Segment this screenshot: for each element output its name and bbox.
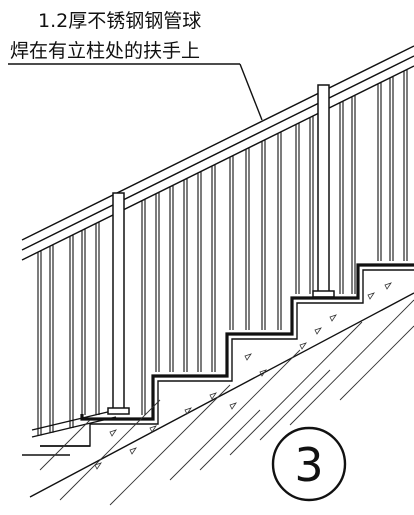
- aggregate-mark: [329, 314, 337, 322]
- handrail: [21, 45, 414, 261]
- aggregate-mark: [129, 447, 137, 455]
- aggregate-mark: [184, 407, 192, 415]
- annotation-line-1: 1.2厚不锈钢钢管球: [38, 10, 201, 32]
- annotation-line-2: 焊在有立柱处的扶手上: [10, 40, 200, 62]
- hatch-line: [289, 299, 414, 426]
- hatch-line: [169, 349, 301, 481]
- aggregate-mark: [384, 282, 392, 290]
- hatch-line: [259, 369, 331, 441]
- concrete-hatch: [39, 282, 414, 506]
- aggregate-mark: [229, 402, 237, 410]
- detail-number: 3: [294, 438, 323, 492]
- railing-post-right: [312, 84, 335, 298]
- hatch-line: [39, 419, 91, 471]
- hatch-line: [109, 384, 231, 506]
- hatch-line: [59, 399, 161, 501]
- railing-post-left: [107, 192, 130, 415]
- stair-steps-profile: [40, 263, 414, 447]
- balusters: [37, 69, 408, 436]
- stair-slab: [22, 292, 414, 498]
- aggregate-mark: [209, 392, 217, 400]
- annotation-leader-line: [8, 63, 263, 121]
- aggregate-mark: [314, 327, 322, 335]
- aggregate-mark: [109, 429, 117, 437]
- aggregate-mark: [299, 342, 307, 350]
- aggregate-mark: [149, 425, 157, 433]
- aggregate-mark: [94, 462, 102, 470]
- aggregate-mark: [367, 292, 375, 300]
- aggregate-mark: [259, 369, 267, 377]
- detail-callout: 3: [271, 426, 347, 502]
- hatch-line: [199, 409, 261, 471]
- hatch-line: [229, 321, 363, 456]
- hatch-line: [339, 325, 414, 401]
- aggregate-mark: [244, 353, 252, 361]
